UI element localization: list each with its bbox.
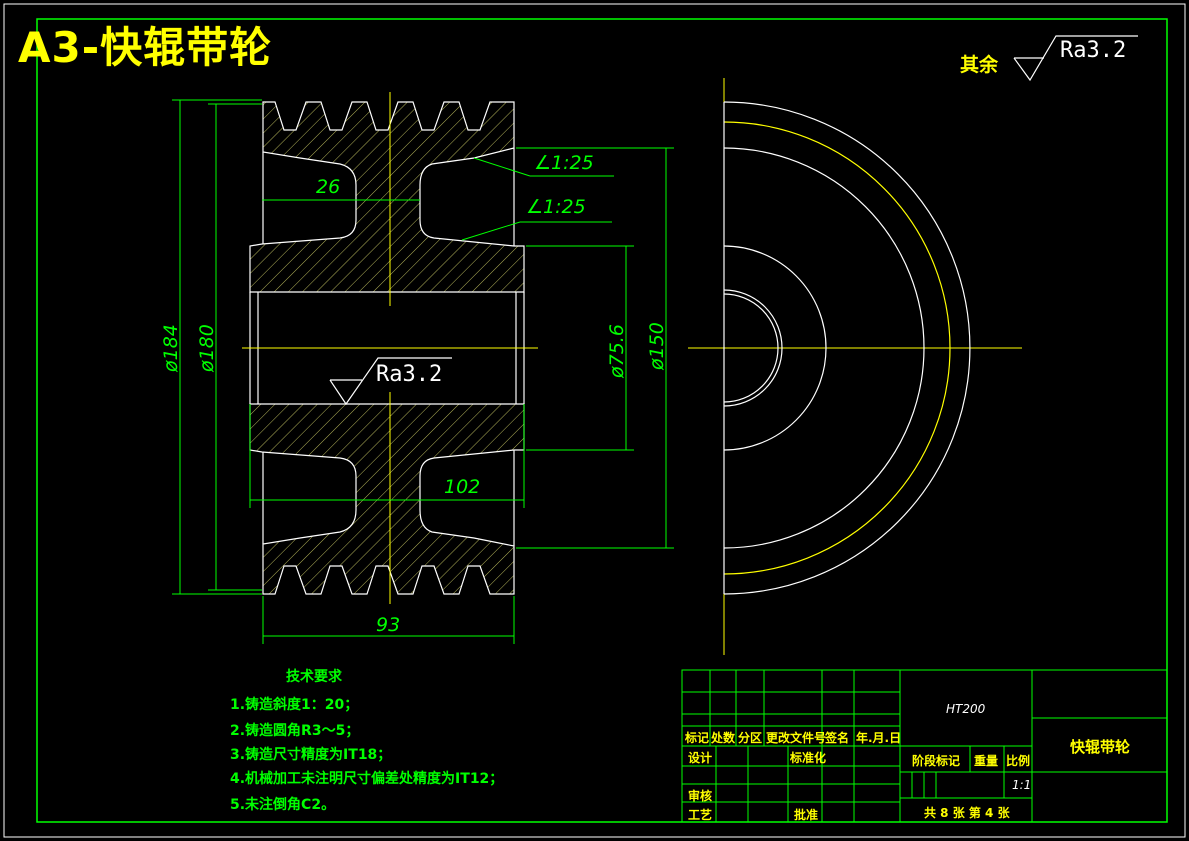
section-view bbox=[249, 101, 525, 595]
roughness-bore-value: Ra3.2 bbox=[376, 362, 443, 387]
inner-frame bbox=[36, 18, 1168, 823]
tb-weight: 重量 bbox=[974, 754, 999, 768]
dim-d180: ø180 bbox=[196, 324, 218, 372]
tb-label-zone: 分区 bbox=[738, 731, 763, 745]
outer-border bbox=[3, 3, 1186, 838]
dim-26: 26 bbox=[316, 176, 341, 198]
dim-93: 93 bbox=[376, 614, 401, 636]
tech-item: 1.铸造斜度1：20； bbox=[230, 697, 359, 713]
tb-ratio: 比例 bbox=[1006, 754, 1031, 768]
part-name: 快辊带轮 bbox=[1070, 738, 1131, 756]
roughness-symbols bbox=[329, 35, 1138, 406]
tech-item: 4.机械加工未注明尺寸偏差处精度为IT12； bbox=[230, 771, 504, 787]
roughness-top-value: Ra3.2 bbox=[1060, 38, 1127, 63]
tb-stage-mark: 阶段标记 bbox=[912, 754, 961, 768]
tb-ratio-value: 1:1 bbox=[1012, 778, 1032, 792]
title-block-grid bbox=[681, 669, 1168, 823]
tb-sheets: 共 8 张 第 4 张 bbox=[924, 806, 1010, 820]
tech-item: 5.未注倒角C2。 bbox=[230, 797, 336, 813]
dimension-lines bbox=[172, 99, 674, 644]
tb-label-mark: 标记 bbox=[685, 731, 710, 745]
tb-approve: 批准 bbox=[794, 808, 819, 822]
material-value: HT200 bbox=[946, 702, 986, 716]
dim-d75-6: ø75.6 bbox=[606, 324, 628, 378]
tb-label-count: 处数 bbox=[711, 731, 736, 745]
tb-label-date: 年.月.日 bbox=[856, 731, 902, 745]
tb-review: 审核 bbox=[688, 789, 713, 803]
dim-d150: ø150 bbox=[646, 322, 668, 370]
dim-taper-lower: ∠1:25 bbox=[526, 196, 586, 218]
tb-label-sign: 签名 bbox=[825, 731, 850, 745]
tech-item: 2.铸造圆角R3～5； bbox=[230, 723, 360, 739]
section-lower bbox=[249, 403, 525, 595]
surface-default-label: 其余 bbox=[960, 54, 999, 76]
tb-standardize: 标准化 bbox=[790, 751, 827, 765]
section-upper bbox=[249, 101, 525, 293]
end-view bbox=[723, 101, 971, 595]
tb-craft: 工艺 bbox=[688, 808, 713, 822]
dim-d184: ø184 bbox=[160, 324, 182, 372]
dim-102: 102 bbox=[444, 476, 481, 498]
tech-item: 3.铸造尺寸精度为IT18； bbox=[230, 747, 392, 763]
sheet-title: A3-快辊带轮 bbox=[18, 23, 273, 72]
dim-taper-upper: ∠1:25 bbox=[534, 152, 594, 174]
tb-design: 设计 bbox=[688, 751, 713, 765]
tech-heading: 技术要求 bbox=[286, 669, 342, 685]
tb-label-change-doc: 更改文件号 bbox=[766, 731, 827, 745]
